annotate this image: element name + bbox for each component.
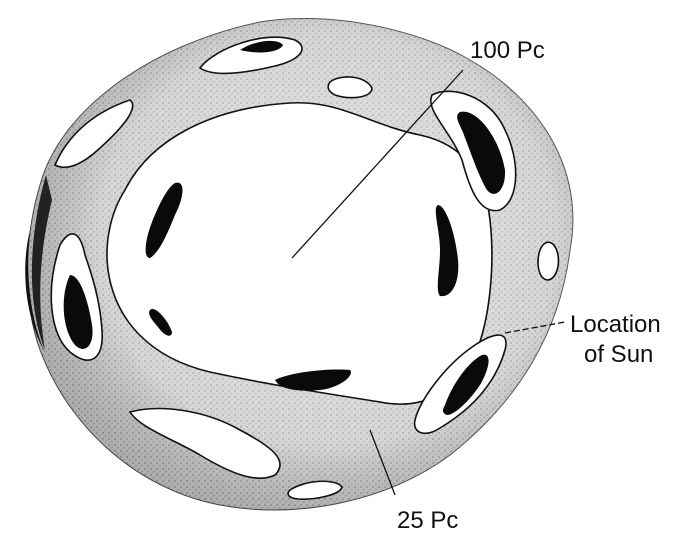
label-25-pc: 25 Pc xyxy=(397,508,458,534)
label-of-sun: of Sun xyxy=(584,342,653,368)
label-location: Location xyxy=(570,312,661,338)
label-100-pc: 100 Pc xyxy=(470,38,545,64)
cloud-right-small xyxy=(538,242,558,280)
